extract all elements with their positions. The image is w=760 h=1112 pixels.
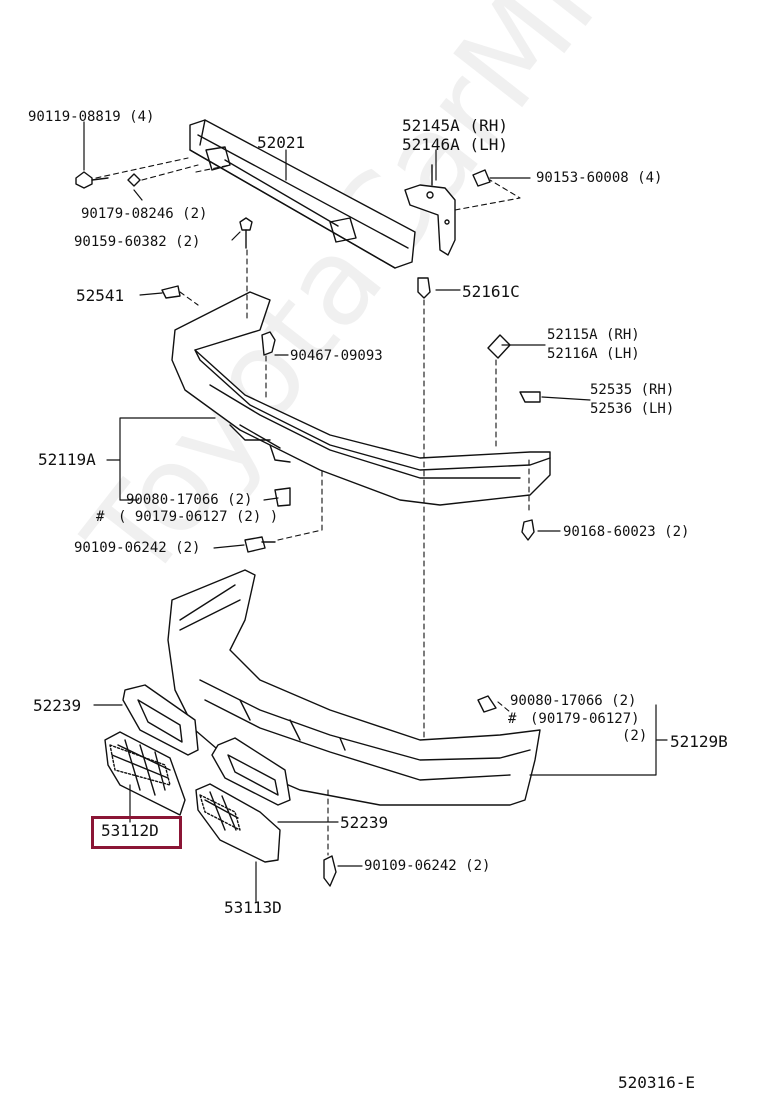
grille-53113d [195, 783, 281, 863]
label-90179-08246: 90179-08246 (2) [81, 206, 208, 222]
label-hash-b: # [508, 711, 517, 727]
grille-53112d [104, 731, 186, 816]
label-90179-06127-b: (90179-06127) [530, 711, 640, 727]
label-90153-60008: 90153-60008 (4) [536, 170, 663, 186]
label-90109-06242-a: 90109-06242 (2) [74, 540, 201, 556]
label-90467-09093: 90467-09093 [290, 348, 383, 364]
bumper-cover-52119a [171, 291, 551, 506]
gasket-52239-right [211, 737, 291, 806]
label-90119-08819: 90119-08819 (4) [28, 109, 155, 125]
reinforcement-52021 [189, 119, 416, 269]
retainer-52145a [404, 164, 456, 256]
label-53112d[interactable]: 53112D [101, 821, 159, 840]
label-53113d: 53113D [224, 898, 282, 917]
bumper-lower-52129b [167, 569, 541, 806]
label-52145a: 52145A (RH) [402, 116, 508, 135]
label-qty-2-b: (2) [622, 728, 648, 744]
label-52021: 52021 [257, 133, 306, 152]
label-hash-a: # [96, 509, 105, 525]
label-52119a: 52119A [38, 450, 96, 469]
label-52161c: 52161C [462, 282, 520, 301]
label-52535: 52535 (RH) [590, 382, 675, 398]
label-52129b: 52129B [670, 732, 728, 751]
gasket-52239-left [122, 684, 199, 756]
leader-lines [83, 121, 668, 903]
label-52239-b: 52239 [340, 813, 389, 832]
label-90080-17066-a: 90080-17066 (2) [126, 492, 253, 508]
label-90159-60382: 90159-60382 (2) [74, 234, 201, 250]
diagram-id: 520316-E [618, 1073, 696, 1092]
label-90179-06127-a: ( 90179-06127 (2) ) [118, 509, 279, 525]
label-52536: 52536 (LH) [590, 401, 675, 417]
label-90109-06242-b: 90109-06242 (2) [364, 858, 491, 874]
label-52116a: 52116A (LH) [547, 346, 640, 362]
label-52541: 52541 [76, 286, 125, 305]
label-52146a: 52146A (LH) [402, 135, 508, 154]
label-90168-60023: 90168-60023 (2) [563, 524, 690, 540]
highlight-53112d [91, 816, 182, 849]
label-90080-17066-b: 90080-17066 (2) [510, 693, 637, 709]
label-52239-a: 52239 [33, 696, 82, 715]
assembly-dashes [95, 157, 530, 856]
label-52115a: 52115A (RH) [547, 327, 640, 343]
